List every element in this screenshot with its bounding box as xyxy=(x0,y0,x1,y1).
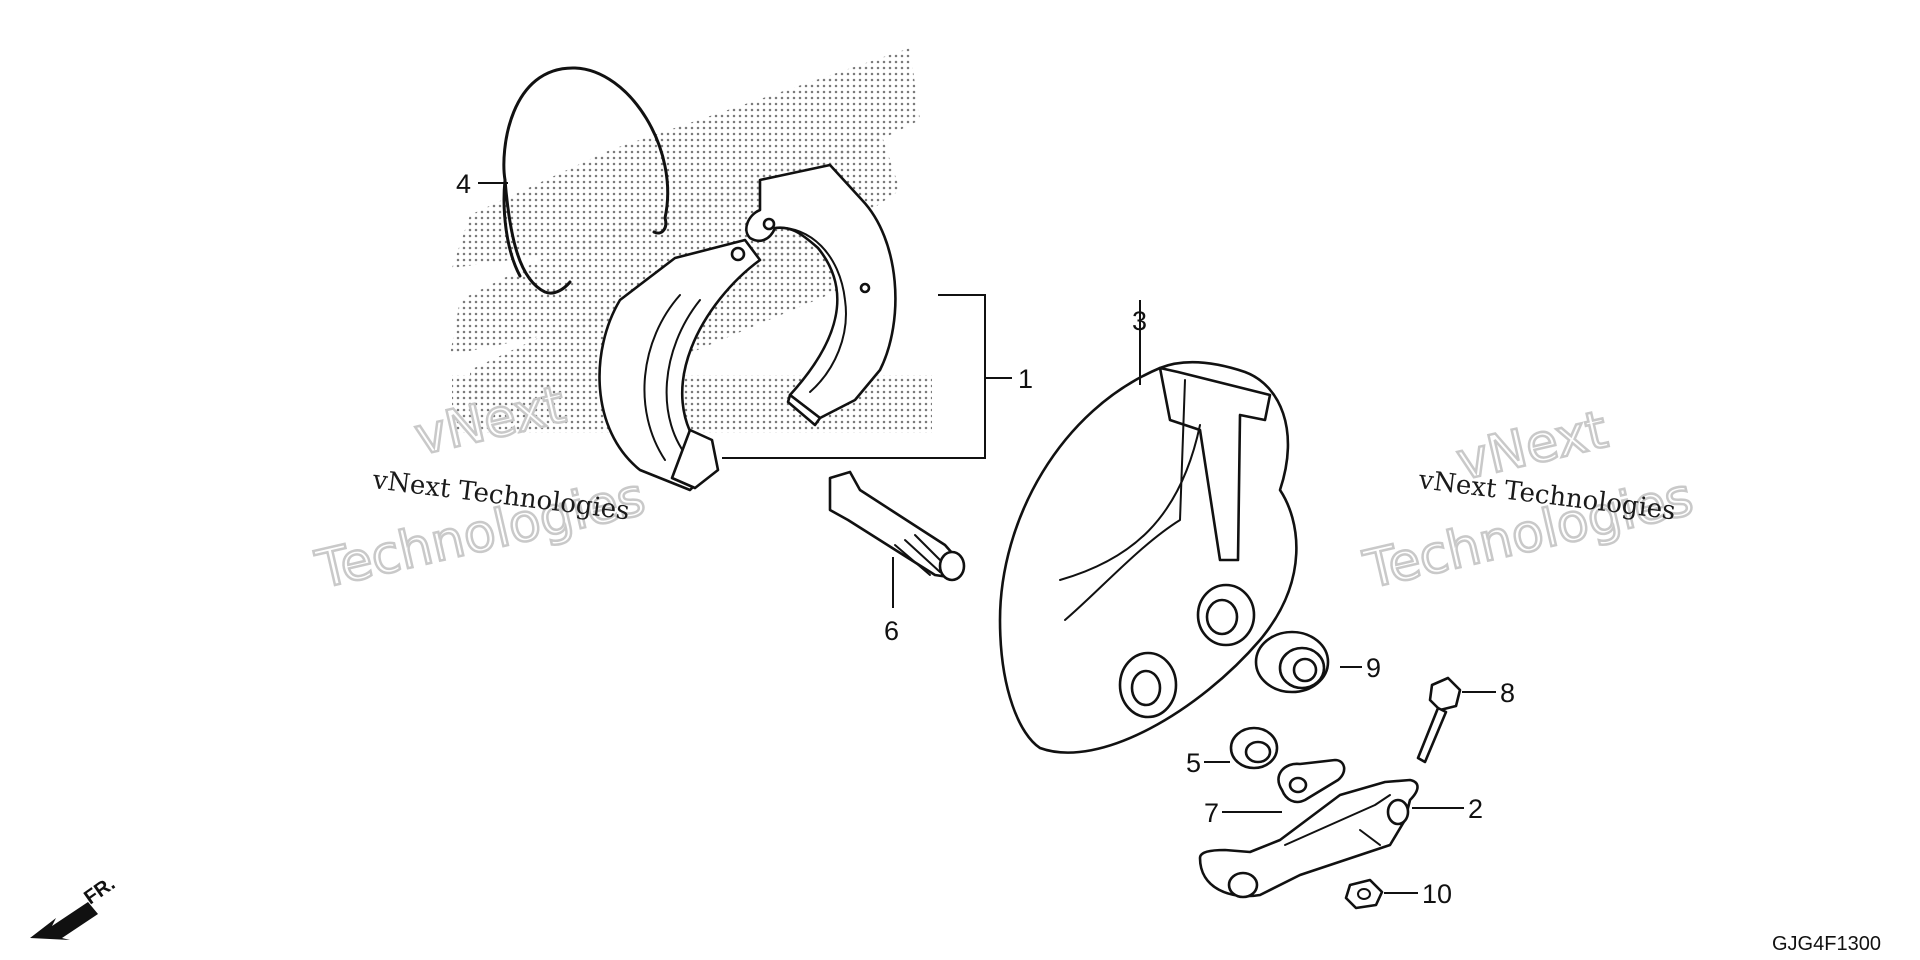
part-brake-panel xyxy=(998,360,1298,754)
part-bolt xyxy=(1416,676,1462,764)
callout-7: 7 xyxy=(1204,798,1219,828)
part-nut xyxy=(1344,878,1384,910)
diagram-code: GJG4F1300 xyxy=(1772,933,1881,955)
part-brake-shoe-rear xyxy=(745,163,897,427)
part-seal xyxy=(1254,630,1330,694)
callout-1: 1 xyxy=(1018,364,1033,394)
callout-9: 9 xyxy=(1366,653,1381,683)
part-cam-shaft xyxy=(828,470,966,582)
front-arrow-icon xyxy=(30,902,98,940)
leader-lines xyxy=(478,182,1496,894)
callout-2: 2 xyxy=(1468,794,1483,824)
part-brake-arm xyxy=(1198,778,1419,899)
part-indicator-plate xyxy=(1277,758,1346,804)
part-spring-ring xyxy=(502,66,670,295)
callout-10: 10 xyxy=(1422,879,1452,909)
callout-8: 8 xyxy=(1500,678,1515,708)
callout-4: 4 xyxy=(456,169,471,199)
watermark-right: vNext Technologies vNext Technologies xyxy=(1357,399,1699,602)
callout-3: 3 xyxy=(1132,306,1147,336)
part-brake-shoe-front xyxy=(598,238,762,492)
front-direction-indicator: FR. xyxy=(30,873,119,940)
part-washer xyxy=(1229,726,1279,770)
callout-6: 6 xyxy=(884,616,899,646)
callout-5: 5 xyxy=(1186,748,1201,778)
callout-labels: 4 1 3 6 9 8 5 7 2 10 xyxy=(456,169,1515,909)
